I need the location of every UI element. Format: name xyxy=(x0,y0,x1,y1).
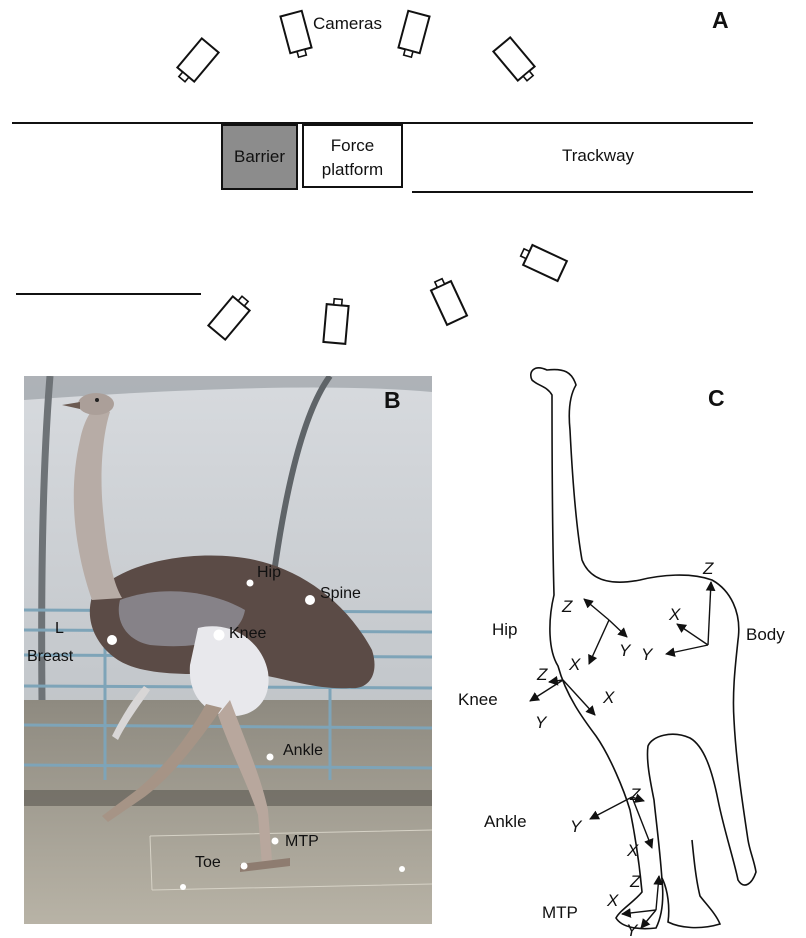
ankle-marker-label: Ankle xyxy=(283,742,323,759)
ankle-frame-axes xyxy=(590,797,652,848)
toe-marker-label: Toe xyxy=(195,854,221,871)
ankle-y-axis-label: Y xyxy=(570,817,583,836)
hip-marker-dot xyxy=(247,580,254,587)
barrier-label: Barrier xyxy=(234,147,285,166)
ankle-x-axis-label: X xyxy=(626,841,639,860)
l-marker-label: L xyxy=(55,620,64,637)
knee-x-axis-label: X xyxy=(602,688,615,707)
trackway-label: Trackway xyxy=(562,146,635,165)
knee-frame-axes xyxy=(530,680,595,715)
hip-frame-label: Hip xyxy=(492,620,518,639)
mtp-y-axis-label: Y xyxy=(626,921,639,938)
spine-marker-label: Spine xyxy=(320,585,361,602)
knee-y-axis-label: Y xyxy=(535,713,548,732)
mtp-marker-dot xyxy=(272,838,279,845)
camera-bottom-2 xyxy=(323,298,349,344)
panel-a-setup-diagram: A Cameras Barrier Force platform Trackwa… xyxy=(12,7,753,344)
hip-z-axis-label: Z xyxy=(561,597,573,616)
knee-marker-label: Knee xyxy=(229,625,266,642)
ankle-marker-dot xyxy=(267,754,274,761)
toe-marker-dot xyxy=(241,863,248,870)
panel-label-b: B xyxy=(384,387,401,413)
ankle-frame-label: Ankle xyxy=(484,812,527,831)
camera-top-1 xyxy=(174,38,219,86)
mtp-frame-label: MTP xyxy=(542,903,578,922)
plate-marker-left xyxy=(180,884,186,890)
camera-top-4 xyxy=(493,37,538,85)
spine-marker-dot xyxy=(305,595,315,605)
panel-label-a: A xyxy=(712,7,729,33)
camera-top-2 xyxy=(280,11,313,59)
body-y-axis-label: Y xyxy=(641,645,654,664)
cameras-label: Cameras xyxy=(313,14,382,33)
ostrich-outline-far-leg xyxy=(662,840,720,928)
camera-bottom-3 xyxy=(428,276,467,325)
knee-z-axis-label: Z xyxy=(536,665,548,684)
photo-scene: Hip Spine Knee L Breast Ankle MTP Toe xyxy=(24,376,432,924)
hip-marker-label: Hip xyxy=(257,564,281,581)
body-frame-label: Body xyxy=(746,625,785,644)
force-platform-label-line1: Force xyxy=(331,136,374,155)
photo-floor-rail xyxy=(24,790,432,806)
breast-marker-dot xyxy=(107,635,117,645)
panel-c-segment-frames: C Body Hip xyxy=(458,368,785,938)
camera-bottom-1 xyxy=(208,292,253,340)
body-z-axis-label: Z xyxy=(702,559,714,578)
breast-marker-label: Breast xyxy=(27,648,74,665)
hip-y-axis-label: Y xyxy=(619,641,632,660)
force-platform-label-line2: platform xyxy=(322,160,383,179)
hip-x-axis-label: X xyxy=(568,655,581,674)
panel-label-c: C xyxy=(708,385,725,411)
camera-top-3 xyxy=(397,11,430,59)
ankle-z-axis-label: Z xyxy=(629,785,641,804)
panel-b-ostrich-photo: Hip Spine Knee L Breast Ankle MTP Toe B xyxy=(24,376,432,924)
knee-frame-label: Knee xyxy=(458,690,498,709)
mtp-marker-label: MTP xyxy=(285,833,319,850)
body-x-axis-label: X xyxy=(668,605,681,624)
mtp-x-axis-label: X xyxy=(606,891,619,910)
plate-marker-right xyxy=(399,866,405,872)
knee-marker-dot xyxy=(214,630,225,641)
mtp-z-axis-label: Z xyxy=(629,872,641,891)
camera-bottom-4 xyxy=(518,242,567,281)
